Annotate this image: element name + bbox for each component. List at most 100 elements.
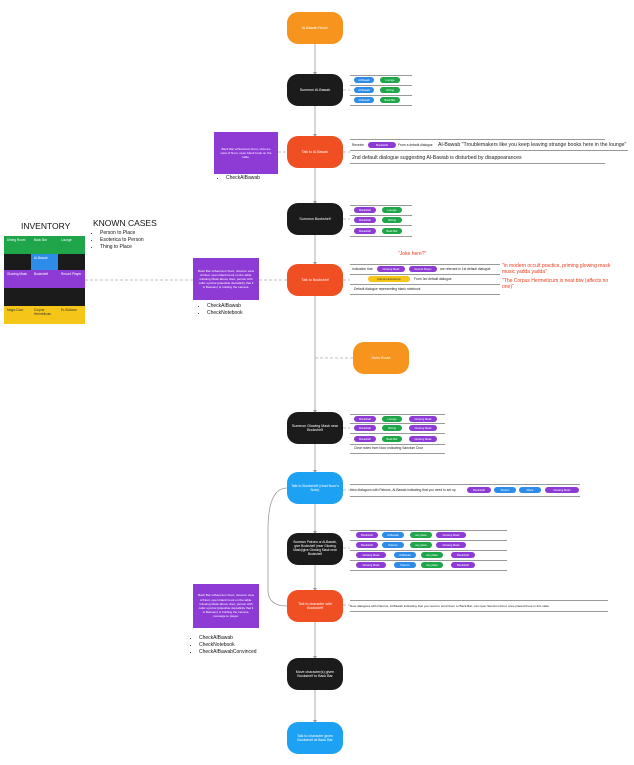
node-sahn-route[interactable]: Sahn Route	[353, 342, 409, 374]
inventory-cell-empty	[4, 254, 31, 270]
known-cases-list: Person to Place Esoterica to Person Thin…	[92, 230, 144, 251]
inventory-title: INVENTORY	[21, 221, 71, 231]
node-talk-to-al-bawab[interactable]: Talk to Al-Bawab	[287, 136, 343, 168]
inventory-grid: Dining Room Back Bar Lounge Al-Bawab Glo…	[4, 236, 85, 324]
pill-place: Dining	[382, 425, 402, 431]
check-item: CheckAlBawab	[207, 303, 243, 309]
pill-glowing-mask: Glowing Mask	[409, 425, 437, 431]
pill-esoterica: Bookshelf	[354, 425, 376, 431]
default-notebook-label: Default dialogue representing blank note…	[354, 287, 421, 291]
pill-place: any place	[421, 562, 443, 568]
clear-notes-label: Clear notes from Noor indicating Sanctum…	[354, 446, 424, 450]
new-dialogues-2: New dialogues with Patrons, Al-Bawab ind…	[350, 604, 549, 608]
second-default-dialogue: 2nd default dialogue suggesting Al-Bawab…	[352, 155, 522, 161]
check-item: CheckAlBawabConvinced	[199, 649, 257, 655]
inventory-cell-glowing-mask[interactable]: Glowing Mask	[4, 270, 31, 288]
pill-esoterica: Bookshelf	[354, 416, 376, 422]
check-item: CheckAlBawab	[226, 175, 260, 181]
check-item: CheckNotebook	[199, 642, 257, 648]
pill-esoterica: Bookshelf	[467, 487, 491, 493]
inventory-cell-magic-door[interactable]: Magic Door	[4, 306, 31, 324]
pill-record-player: Record Player	[409, 266, 437, 272]
al-bawab-quote: Al-Bawab "Troublemakers like you keep le…	[438, 142, 627, 148]
pill-place: Lounge	[382, 207, 402, 213]
pill-place: any place	[421, 552, 443, 558]
node-talk-to-character-with-bookshelf[interactable]: Talk to character with Bookshelf	[287, 590, 343, 622]
node-summon-glowing-mask[interactable]: Summon Glowing Mask near Bookshelf	[287, 412, 343, 444]
inventory-cell-dining-room[interactable]: Dining Room	[4, 236, 31, 254]
known-case-item: Esoterica to Person	[100, 237, 144, 243]
scene-note-3: Back Bar w/Sanctum Door, obscure view of…	[193, 584, 259, 628]
node-talk-at-back-bar[interactable]: Talk to character given Bookshelf at Bac…	[287, 722, 343, 754]
pill-place: Lounge	[380, 77, 400, 83]
inventory-cell-back-bar[interactable]: Back Bar	[31, 236, 58, 254]
pill-place: Back Bar	[382, 228, 402, 234]
node-summon-bookshelf[interactable]: Summon Bookshelf	[287, 203, 343, 235]
node-move-characters-to-back-bar[interactable]: Move character(s) given Bookshelf to Bac…	[287, 658, 343, 690]
pill-glowing-mask: Glowing Mask	[545, 487, 579, 493]
relevant-label: are relevant in 1st default dialogue	[440, 267, 491, 271]
pill-place: Dining	[382, 217, 402, 223]
node-summon-patrons[interactable]: Summon Patrons or Al-Bawab, give Bookshe…	[287, 533, 343, 565]
inventory-cell-lounge[interactable]: Lounge	[58, 236, 85, 254]
known-case-item: Person to Place	[100, 230, 144, 236]
pill-place: Back Bar	[382, 436, 402, 442]
pill-person: Al-Bawab	[354, 77, 374, 83]
node-summon-al-bawab[interactable]: Summon Al-Bawab	[287, 74, 343, 106]
known-cases-title: KNOWN CASES	[93, 218, 157, 228]
node-al-bawab-route[interactable]: Al-Bawab Route	[287, 12, 343, 44]
pill-glowing-mask: Glowing Mask	[409, 436, 437, 442]
node-talk-to-bookshelf[interactable]: Talk to Bookshelf	[287, 264, 343, 296]
inventory-cell-corpus-hermeticum[interactable]: Corpus Hermeticum	[31, 306, 58, 324]
pill-place: any place	[410, 532, 432, 538]
pill-esoterica: Bookshelf	[354, 436, 376, 442]
pill-glowing-mask: Glowing Mask	[356, 562, 386, 568]
inventory-cell-er-sidhoun[interactable]: Er-Sidhoun	[58, 306, 85, 324]
pill-person: Al-Bawab	[394, 552, 416, 558]
corpus-note: "The Corpus Hermeticum is neat btw (affe…	[502, 278, 609, 291]
scene-note-1: Back Bar w/Sanctum Door, obscure view of…	[214, 132, 278, 174]
pill-place: Dining	[380, 87, 400, 93]
pill-esoterica: Bookshelf	[368, 142, 396, 148]
inventory-cell-empty	[4, 288, 85, 306]
pill-esoterica: Bookshelf	[451, 562, 475, 568]
pill-person: Patrons	[382, 542, 404, 548]
pill-person: Patrons	[394, 562, 416, 568]
pill-person: Person	[494, 487, 516, 493]
check-list-3: CheckAlBawab CheckNotebook CheckAlBawabC…	[191, 635, 257, 656]
inventory-cell-record-player[interactable]: Record Player	[58, 270, 85, 288]
pill-glowing-mask: Glowing Mask	[356, 552, 386, 558]
receive-label: Receive	[352, 143, 364, 147]
inventory-cell-bookshelf[interactable]: Bookshelf	[31, 270, 58, 288]
indication-label: Indication that	[352, 267, 373, 271]
from-default-label: From a default dialogue	[398, 143, 433, 147]
pill-glowing-mask: Glowing Mask	[409, 416, 437, 422]
from-third-label: From 3rd default dialogue	[414, 277, 452, 281]
pill-glowing-mask: Glowing Mask	[436, 542, 466, 548]
pill-person: Al-Bawab	[382, 532, 404, 538]
pill-glowing-mask: Glowing Mask	[377, 266, 405, 272]
pill-esoterica: Bookshelf	[354, 217, 376, 223]
pill-esoterica: Bookshelf	[354, 228, 376, 234]
check-item: CheckAlBawab	[199, 635, 257, 641]
pill-person: Al-Bawab	[354, 87, 374, 93]
pill-esoterica: Bookshelf	[451, 552, 475, 558]
check-item: CheckNotebook	[207, 310, 243, 316]
pill-esoterica: Bookshelf	[354, 207, 376, 213]
inventory-cell-empty	[58, 254, 85, 270]
pill-esoterica: Bookshelf	[356, 542, 378, 548]
pill-place: Lounge	[382, 416, 402, 422]
new-dialogues-1: New dialogues with Patrons, Al-Bawab ind…	[350, 488, 456, 492]
check-list-2: CheckAlBawab CheckNotebook	[199, 303, 243, 317]
pill-corpus-hermeticum: Corpus Hermeticum	[368, 276, 410, 282]
known-case-item: Thing to Place	[100, 244, 144, 250]
pill-place: any place	[410, 542, 432, 548]
check-list-1: CheckAlBawab	[218, 175, 260, 182]
pill-esoterica: Bookshelf	[356, 532, 378, 538]
pill-place: Place	[519, 487, 541, 493]
pill-person: Al-Bawab	[354, 97, 374, 103]
node-talk-to-bookshelf-noor-note[interactable]: Talk to Bookshelf (read Noor's Note)	[287, 472, 343, 504]
inventory-cell-al-bawab[interactable]: Al-Bawab	[31, 254, 58, 270]
scene-note-2: Back Bar w/Sanctum Door, obscure view of…	[193, 258, 259, 300]
